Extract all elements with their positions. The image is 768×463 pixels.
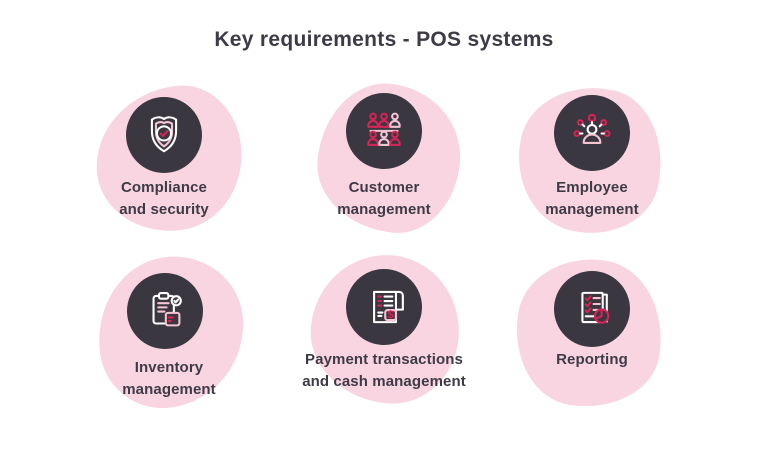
item-label-line1: Compliance xyxy=(120,179,208,196)
inventory-clipboard-icon xyxy=(152,292,182,327)
customers-icon xyxy=(367,112,401,146)
payment-receipt-icon: $ xyxy=(373,290,404,324)
item-label-line2: management xyxy=(545,201,639,218)
item-label: Reporting xyxy=(468,349,716,371)
icon-badge xyxy=(346,93,422,169)
icon-badge xyxy=(554,271,630,347)
item-label-line2: management xyxy=(122,381,216,398)
item-label: Employee management xyxy=(468,177,716,221)
item-label-line1: Employee xyxy=(556,179,628,196)
item-label: Customer management xyxy=(260,177,508,221)
reporting-document-icon xyxy=(581,291,610,324)
shield-check-icon xyxy=(150,116,178,153)
employee-network-icon xyxy=(573,113,611,144)
item-inventory-management: Inventory management xyxy=(77,248,261,416)
item-employee-management: Employee management xyxy=(500,73,684,247)
page-title: Key requirements - POS systems xyxy=(214,28,554,51)
icon-badge xyxy=(127,273,203,349)
item-reporting: Reporting xyxy=(500,248,684,418)
icon-badge xyxy=(554,95,630,171)
item-label-line1: Inventory xyxy=(134,359,204,376)
icon-badge xyxy=(126,97,202,173)
item-customer-management: Customer management xyxy=(292,78,476,240)
item-label-line2: and security xyxy=(119,201,209,218)
item-label: Payment transactions and cash management xyxy=(230,349,538,393)
item-label: Compliance and security xyxy=(40,177,288,221)
item-label-line2: and cash management xyxy=(302,373,466,390)
item-payment-transactions: $ Payment transactions and cash manageme… xyxy=(262,250,506,413)
item-label-line1: Customer xyxy=(348,179,420,196)
item-compliance-security: Compliance and security xyxy=(72,79,256,240)
svg-text:$: $ xyxy=(387,309,394,321)
item-label-line1: Reporting xyxy=(556,351,628,368)
item-label-line1: Payment transactions xyxy=(305,351,463,368)
item-label-line2: management xyxy=(337,201,431,218)
item-label: Inventory management xyxy=(45,357,293,401)
icon-badge: $ xyxy=(346,269,422,345)
